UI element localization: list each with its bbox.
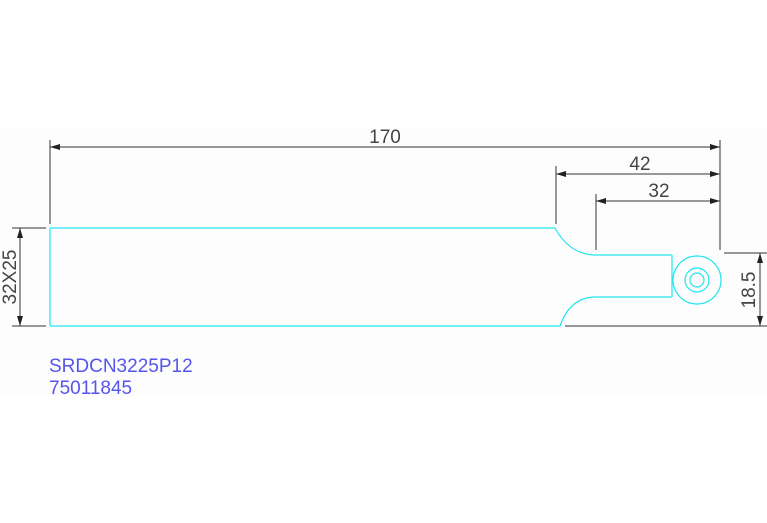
dim-42-label: 42 [629,154,650,175]
insert-circle [672,255,722,305]
dimension-42: 42 [555,154,720,224]
dimension-18-5: 18.5 [565,252,767,327]
dim-32x25-label: 32X25 [0,250,21,305]
dim-18-5-label: 18.5 [739,272,760,309]
dimension-32x25: 32X25 [0,227,46,327]
dimension-32: 32 [595,181,720,250]
order-code: 75011845 [49,378,132,399]
dimension-170: 170 [49,127,721,250]
torx-socket-icon [689,272,705,288]
part-number: SRDCN3225P12 [49,356,193,377]
tool-holder-outline [49,227,722,327]
dim-32-label: 32 [648,181,669,202]
screw-head [684,267,710,293]
dim-170-label: 170 [369,127,401,148]
